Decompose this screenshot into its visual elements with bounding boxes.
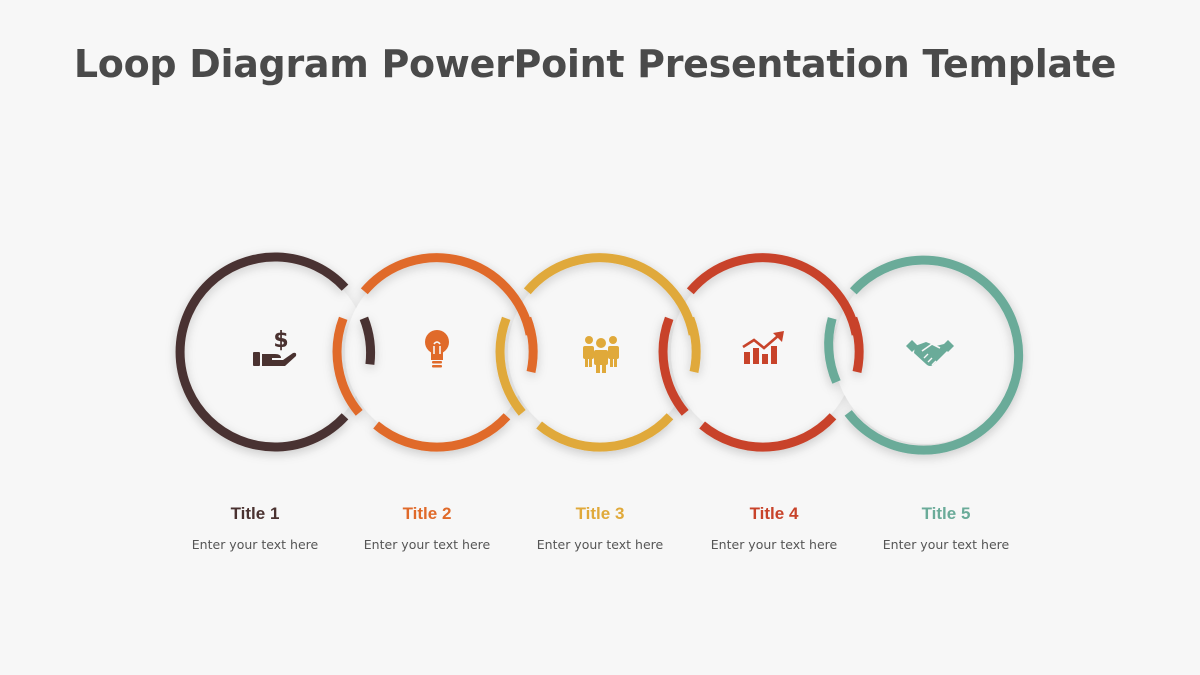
step-5-text: Enter your text here (882, 537, 1010, 552)
step-1-title: Title 1 (230, 504, 280, 523)
ring-3-lower (495, 316, 674, 452)
step-5-caption: Title 5 Enter your text here (846, 504, 1046, 552)
ring-2-lower (332, 316, 511, 452)
step-3-text: Enter your text here (536, 537, 664, 552)
money-in-hand-icon: $ (253, 328, 297, 366)
ring-5 (844, 255, 1024, 455)
step-4-caption: Title 4 Enter your text here (674, 504, 874, 552)
ring-3 (523, 253, 698, 336)
ring-2-overlap (522, 316, 538, 373)
ring-4-overlap (848, 316, 864, 373)
step-1-text: Enter your text here (191, 537, 319, 552)
growth-chart-icon (742, 331, 784, 364)
team-icon (583, 336, 619, 373)
ring-3-overlap (685, 316, 701, 373)
step-2-text: Enter your text here (363, 537, 491, 552)
ring-4-lower (658, 316, 837, 452)
ring-4 (686, 253, 861, 336)
svg-text:$: $ (273, 328, 288, 353)
step-5-title: Title 5 (921, 504, 971, 523)
ring-2 (360, 253, 535, 336)
ring-1 (175, 252, 349, 452)
step-2-title: Title 2 (402, 504, 452, 523)
step-4-title: Title 4 (749, 504, 799, 523)
step-1-caption: Title 1 Enter your text here (155, 504, 355, 552)
handshake-icon (906, 340, 954, 366)
step-3-title: Title 3 (575, 504, 625, 523)
ring-5-lower (824, 317, 841, 384)
ring-1-overlap (359, 316, 375, 365)
lightbulb-icon (425, 330, 449, 368)
step-4-text: Enter your text here (710, 537, 838, 552)
ring-4-disc (671, 260, 855, 444)
step-3-caption: Title 3 Enter your text here (500, 504, 700, 552)
step-2-caption: Title 2 Enter your text here (327, 504, 527, 552)
ring-1-disc (183, 260, 367, 444)
rings (175, 252, 1024, 455)
slide-title: Loop Diagram PowerPoint Presentation Tem… (73, 42, 1117, 86)
